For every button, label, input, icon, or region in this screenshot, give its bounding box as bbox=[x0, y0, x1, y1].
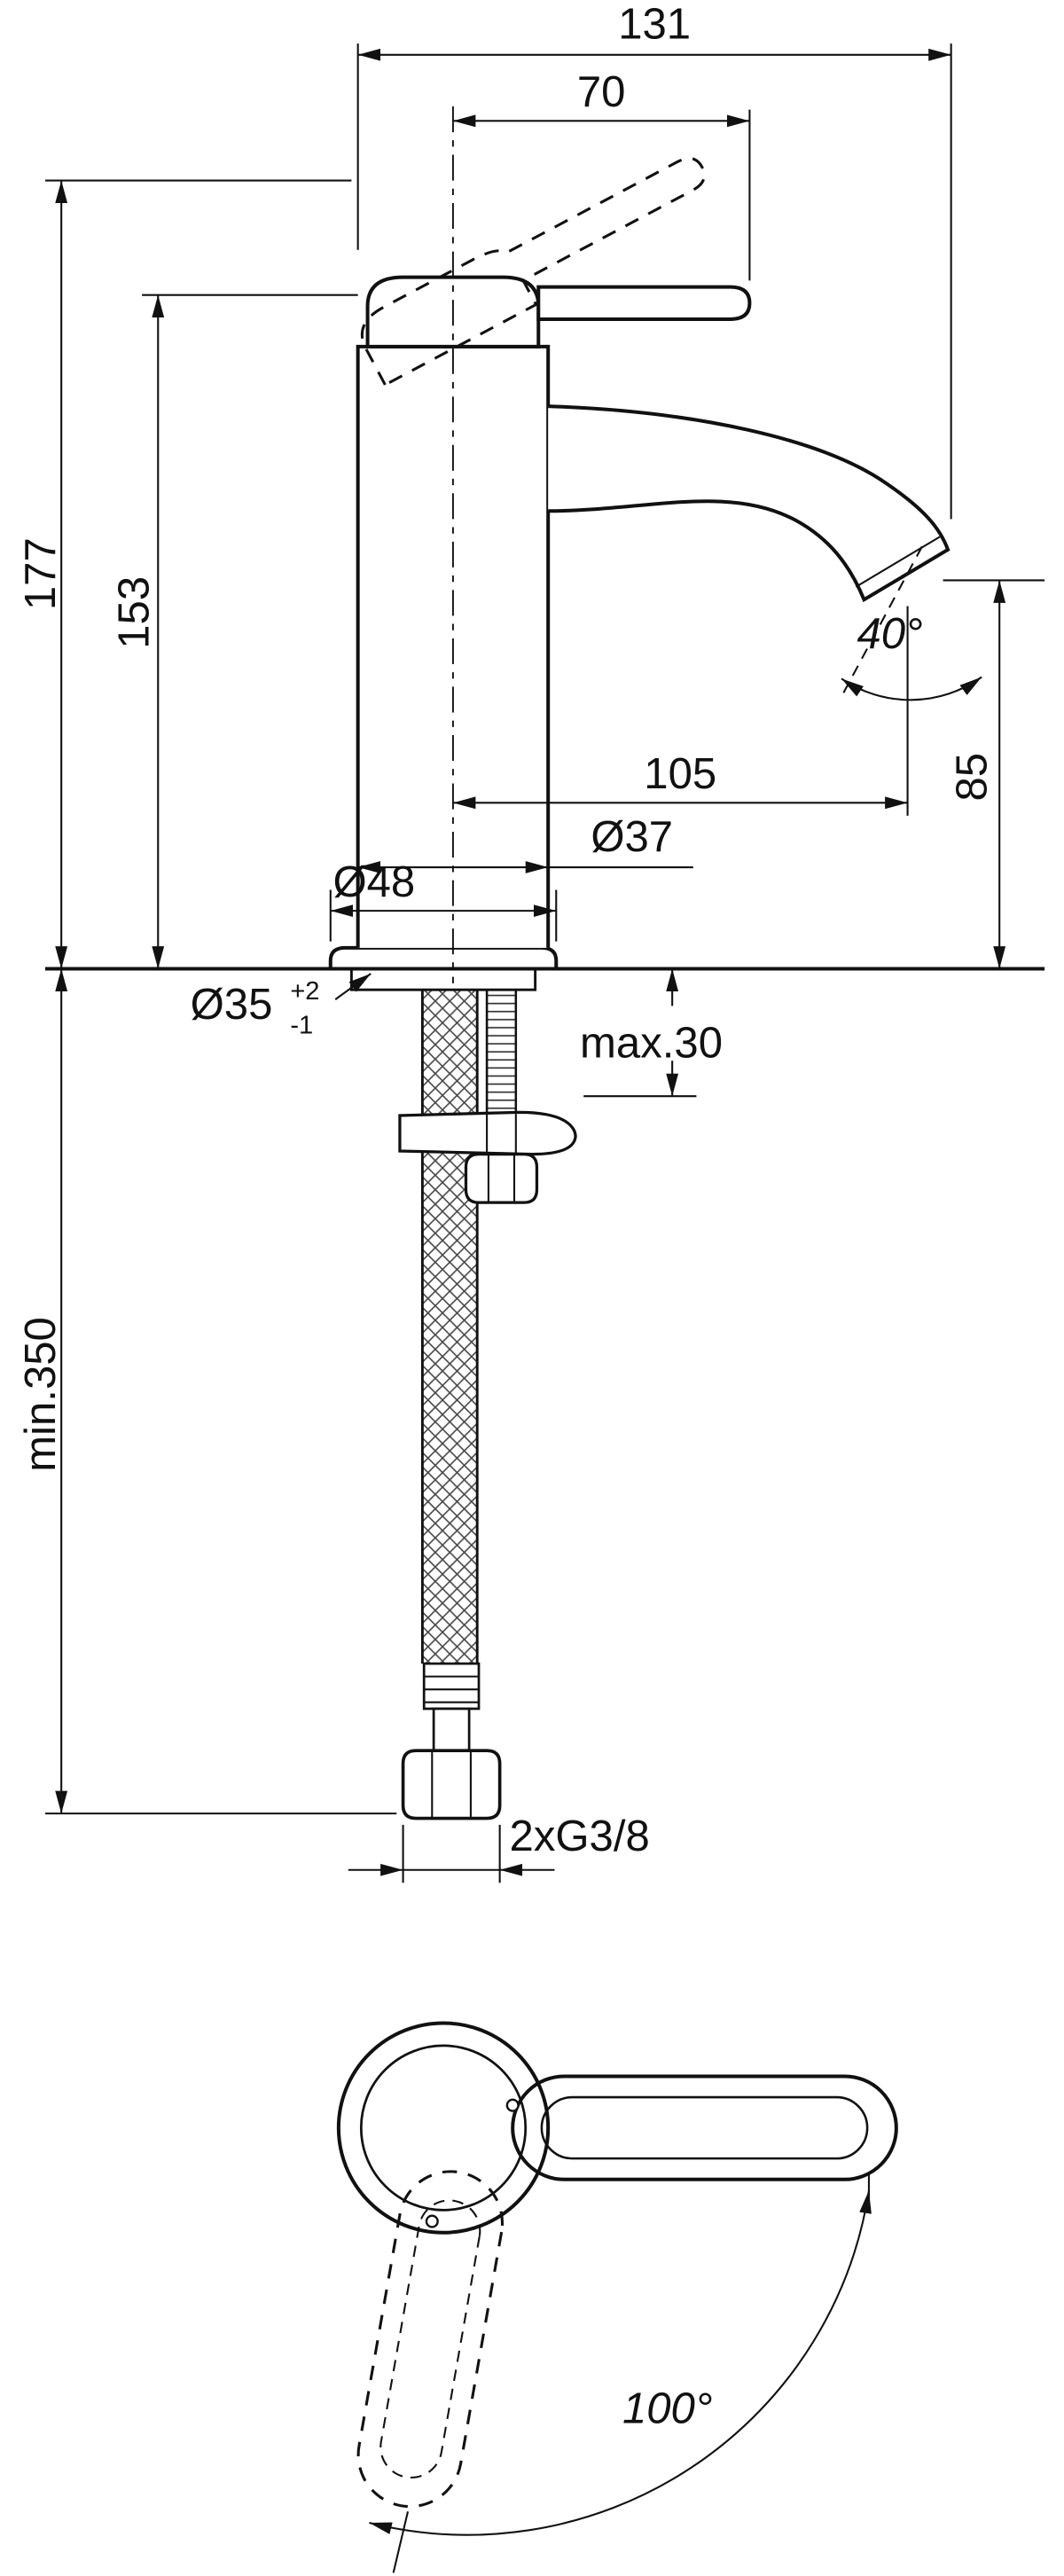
dim-outlet-height: 85 bbox=[943, 579, 1045, 969]
hose-crimp-ferrule bbox=[422, 1662, 481, 1752]
dim-100deg-label: 100° bbox=[622, 2384, 713, 2432]
mounting-nut bbox=[464, 1152, 539, 1204]
sealing-gasket bbox=[349, 967, 537, 991]
supply-hose bbox=[401, 990, 502, 1820]
hose-connection-nut bbox=[401, 1749, 502, 1820]
handle-top bbox=[511, 2074, 898, 2181]
dim-48-label: Ø48 bbox=[332, 858, 415, 906]
dim-35-tol-upper: +2 bbox=[290, 977, 319, 1006]
dim-spout-angle: 40° bbox=[839, 545, 982, 701]
dim-hole-diameter: Ø35 +2 -1 bbox=[191, 973, 372, 1039]
spout bbox=[548, 404, 951, 603]
top-view: 100° bbox=[336, 2021, 898, 2573]
dim-body-height: 153 bbox=[110, 294, 358, 969]
lever-handle-raised-dashed bbox=[360, 157, 706, 388]
dim-35-label: Ø35 bbox=[191, 981, 273, 1029]
dim-153-label: 153 bbox=[110, 576, 158, 649]
dim-connection-thread: 2xG3/8 bbox=[348, 1813, 650, 1883]
dim-body-diameter: Ø37 bbox=[357, 813, 693, 873]
dim-max-deck-thickness: max.30 bbox=[580, 968, 723, 1097]
dim-85-label: 85 bbox=[949, 753, 997, 802]
swing-arc: 100° bbox=[369, 2173, 872, 2573]
dim-105-label: 105 bbox=[644, 750, 716, 798]
dim-131-label: 131 bbox=[618, 1, 691, 49]
base-plate bbox=[328, 945, 559, 971]
dim-spout-reach: 105 bbox=[452, 606, 909, 816]
dim-37-label: Ø37 bbox=[591, 813, 673, 861]
dim-base-diameter: Ø48 bbox=[329, 858, 558, 942]
dim-min350-label: min.350 bbox=[17, 1317, 65, 1472]
threaded-stud bbox=[485, 988, 518, 1117]
dim-177-label: 177 bbox=[17, 537, 65, 610]
mounting-bracket bbox=[398, 1110, 577, 1156]
dim-40deg-label: 40° bbox=[857, 610, 922, 658]
dim-2xg38-label: 2xG3/8 bbox=[510, 1813, 650, 1860]
screw-dot bbox=[425, 2214, 439, 2228]
screw-dot bbox=[505, 2098, 520, 2112]
dim-max30-label: max.30 bbox=[580, 1020, 723, 1068]
dim-overall-width: 131 bbox=[356, 1, 952, 520]
side-view: 131 70 177 153 40° 105 bbox=[17, 1, 1045, 1883]
dim-overall-height: 177 bbox=[17, 179, 352, 969]
lever-handle bbox=[365, 275, 752, 348]
dim-handle-length: 70 bbox=[452, 68, 751, 281]
dim-min-hose-length: min.350 bbox=[17, 968, 397, 1815]
dim-70-label: 70 bbox=[577, 68, 626, 116]
dim-35-tol-lower: -1 bbox=[290, 1011, 313, 1039]
